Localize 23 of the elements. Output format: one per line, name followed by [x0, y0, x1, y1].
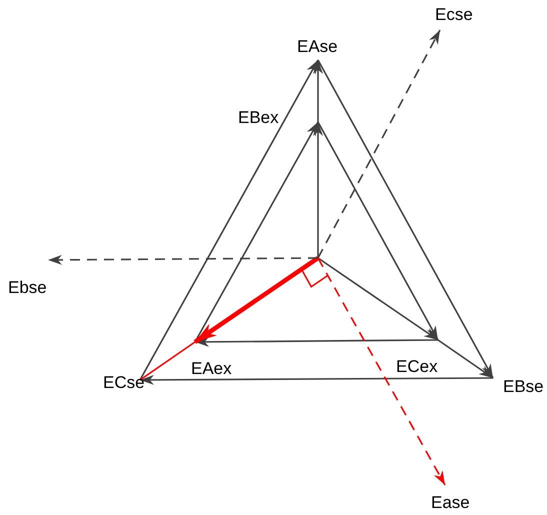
vector-arrow: [140, 374, 493, 385]
vector-arrow: [139, 60, 319, 380]
phasor-label: ECse: [103, 374, 145, 391]
vector-arrow: [317, 60, 494, 378]
connector-line: [140, 341, 196, 381]
vector-arrow: [317, 122, 439, 340]
vector-arrow: [313, 122, 323, 258]
phasor-label: EBex: [238, 109, 279, 126]
phasor-label: Ecse: [435, 6, 473, 23]
dashed-arrow: [317, 30, 441, 258]
vector-arrow: [313, 60, 323, 122]
phasor-label: Ease: [431, 494, 470, 511]
vector-arrow: [318, 257, 438, 341]
phasor-label: EAse: [297, 38, 338, 55]
vector-arrow: [438, 339, 494, 379]
phasor-label: Ebse: [8, 279, 47, 296]
dashed-arrow: [317, 258, 446, 486]
dashed-arrow: [48, 254, 318, 265]
phasor-label: ECex: [396, 358, 438, 375]
vector-arrow: [194, 256, 320, 344]
vector-arrow: [195, 336, 438, 347]
phasor-label: EBse: [503, 378, 544, 395]
phasor-label: EAex: [191, 360, 232, 377]
